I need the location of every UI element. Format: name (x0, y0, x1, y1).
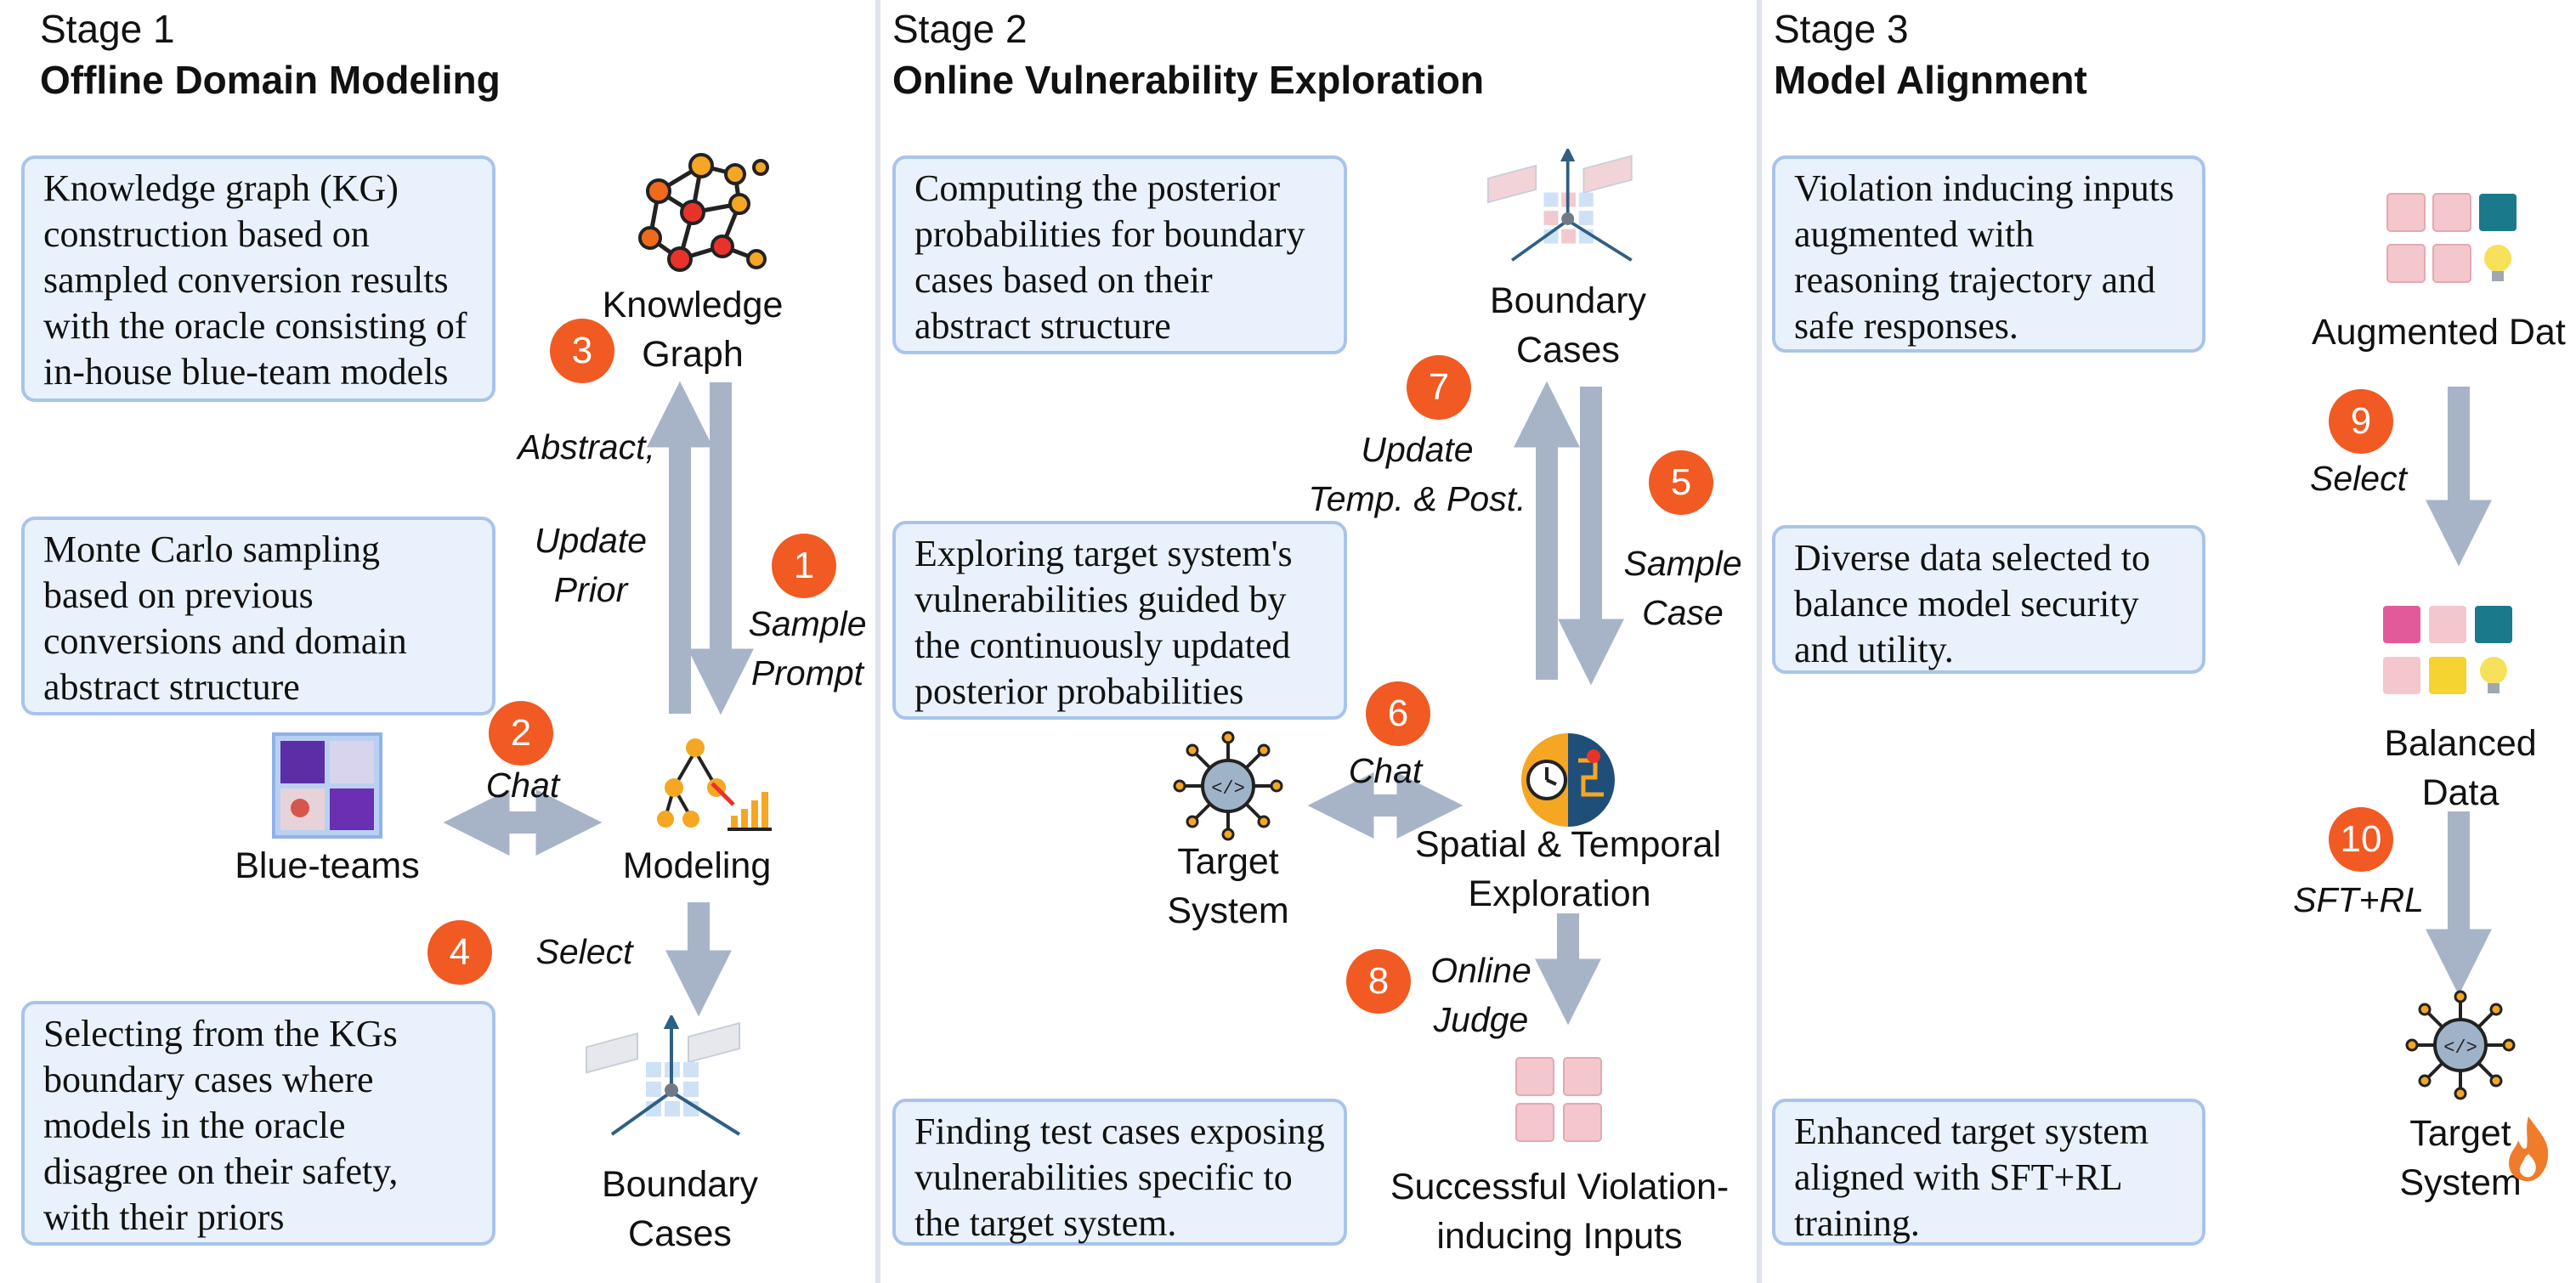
target-system-label: Target System (1167, 841, 1289, 931)
desc-exploring: Exploring target system's vulnerabilitie… (892, 521, 1347, 720)
step-badge-2: 2 (489, 701, 553, 766)
boundary-cases-label-1: Boundary Cases (601, 1164, 759, 1254)
edge-label-abstract: Abstract, (518, 427, 655, 466)
edge-label-chat-1: Chat (485, 766, 560, 805)
balanced-data-icon (2383, 606, 2512, 694)
modeling-label: Modeling (622, 845, 772, 886)
edge-label-online-judge: Online Judge (1430, 951, 1531, 1039)
target-system-icon-3: </> (2405, 990, 2516, 1100)
desc-select-boundary: Selecting from the KGs boundary cases wh… (21, 1001, 495, 1246)
step-badge-10: 10 (2329, 807, 2393, 872)
spatial-temporal-icon (1521, 733, 1615, 827)
svg-text:</>: </> (2443, 1037, 2477, 1059)
stage2-title: Online Vulnerability Exploration (892, 58, 1485, 102)
step-badge-5: 5 (1649, 450, 1713, 515)
knowledge-graph-label: Knowledge Graph (602, 285, 784, 375)
knowledge-graph-icon (638, 153, 769, 272)
edge-label-select-3: Select (2310, 459, 2407, 498)
violation-inputs-label: Successful Violation- inducing Inputs (1390, 1167, 1730, 1257)
step-badge-1: 1 (772, 534, 836, 598)
edge-label-update-temp-post: Update Temp. & Post. (1308, 430, 1526, 518)
desc-augmented: Violation inducing inputs augmented with… (1772, 155, 2205, 353)
boundary-cases-label-2: Boundary Cases (1489, 280, 1647, 370)
stage3-title: Model Alignment (1774, 58, 2087, 102)
step-badge-6: 6 (1366, 681, 1430, 746)
spatial-temporal-label: Spatial & Temporal Exploration (1415, 824, 1722, 914)
edge-label-update-prior: Update Prior (534, 521, 648, 609)
step-badge-9: 9 (2329, 389, 2393, 454)
desc-posterior: Computing the posterior probabilities fo… (892, 155, 1347, 354)
stage2-label: Stage 2 (892, 7, 1028, 51)
desc-enhanced: Enhanced target system aligned with SFT+… (1772, 1099, 2205, 1246)
stage1-label: Stage 1 (40, 7, 175, 51)
blue-teams-icon (272, 732, 382, 839)
boundary-cases-icon-2 (1487, 149, 1633, 262)
flame-icon (2508, 1116, 2549, 1182)
step-badge-3: 3 (550, 319, 614, 383)
violation-inputs-icon (1515, 1057, 1602, 1142)
stage3-label: Stage 3 (1774, 7, 1909, 51)
stage-divider-1 (875, 0, 880, 1283)
boundary-cases-icon (586, 1015, 741, 1136)
balanced-data-label: Balanced Data (2384, 723, 2537, 813)
desc-finding: Finding test cases exposing vulnerabilit… (892, 1099, 1347, 1246)
step-badge-4: 4 (427, 920, 492, 985)
edge-label-sft-rl: SFT+RL (2293, 880, 2424, 919)
edge-label-sample-case: Sample Case (1623, 544, 1742, 632)
desc-monte-carlo: Monte Carlo sampling based on previous c… (21, 517, 495, 715)
edge-label-sample-prompt: Sample Prompt (748, 604, 867, 692)
edge-label-chat-2: Chat (1348, 751, 1423, 790)
desc-kg-construction: Knowledge graph (KG) construction based … (21, 155, 495, 402)
step-badge-8: 8 (1346, 949, 1411, 1014)
stage1-title: Offline Domain Modeling (40, 58, 501, 102)
modeling-icon (657, 738, 772, 831)
blue-teams-label: Blue-teams (235, 845, 420, 886)
stage-divider-2 (1757, 0, 1762, 1283)
svg-text:</>: </> (1211, 778, 1245, 800)
target-system-label-3: Target System (2399, 1113, 2522, 1203)
edge-label-select-1: Select (535, 932, 633, 971)
augmented-data-label: Augmented Dat (2312, 312, 2566, 353)
target-system-icon: </> (1173, 731, 1283, 841)
augmented-data-icon (2386, 193, 2517, 283)
step-badge-7: 7 (1407, 355, 1471, 420)
desc-diverse: Diverse data selected to balance model s… (1772, 525, 2205, 674)
